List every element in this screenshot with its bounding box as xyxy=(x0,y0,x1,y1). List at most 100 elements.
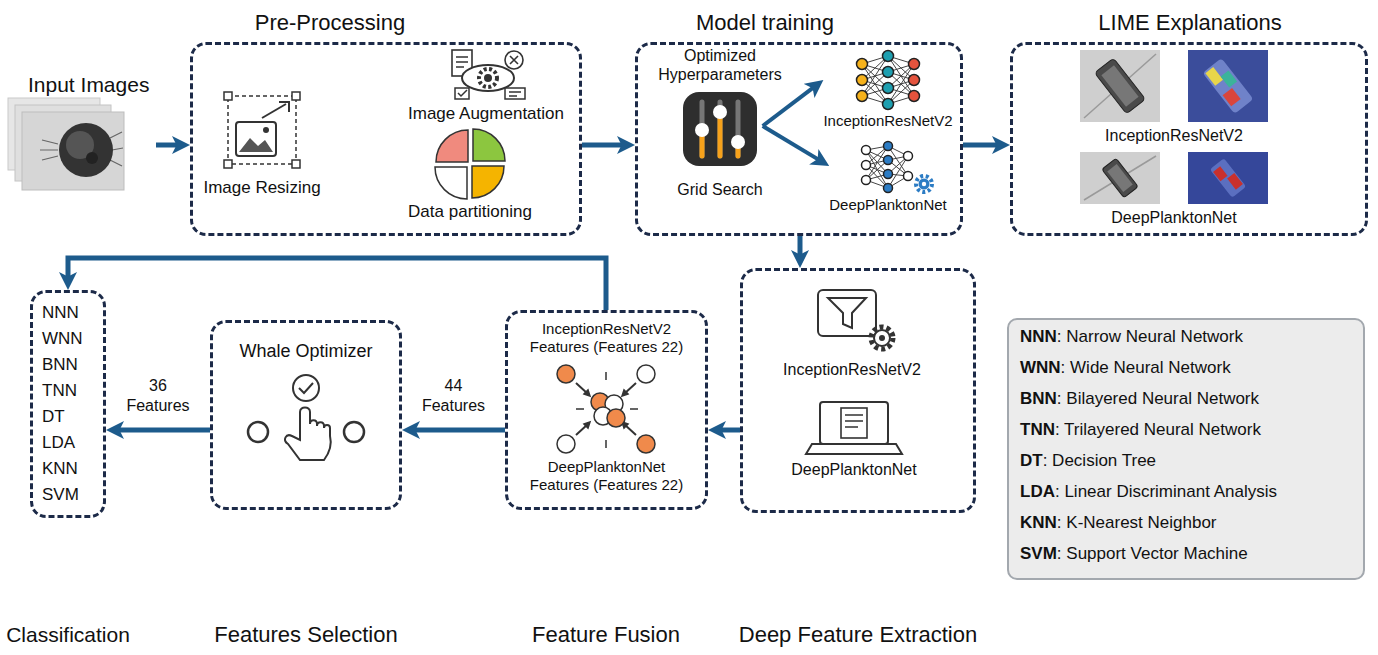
abbreviation: LDA xyxy=(1020,482,1055,501)
step-label: Image Resizing xyxy=(203,178,320,198)
expansion: : Wide Neural Network xyxy=(1061,358,1231,377)
network-gear-icon-part xyxy=(862,161,871,170)
lime-image-pair-part xyxy=(1084,54,1156,118)
flow-arrow xyxy=(963,143,1001,148)
heading-text: LIME Explanations xyxy=(1090,10,1290,36)
explanation-item: InceptionResNetV2 xyxy=(1076,50,1272,145)
method-text: Whale Optimizer xyxy=(216,340,396,362)
augmentation-icon-part xyxy=(462,65,514,91)
step-label: Image Augmentation xyxy=(408,104,564,124)
abbreviation-entry: KNN: K-Nearest Neighbor xyxy=(1020,513,1360,533)
network-gear-icon-part xyxy=(862,176,871,185)
resize-icon-part xyxy=(292,92,300,100)
model-label: DeepPlanktonNet xyxy=(829,196,947,214)
pie-icon-part xyxy=(473,129,505,161)
resize-icon-part xyxy=(262,104,286,118)
network-icon-part xyxy=(909,91,920,102)
extractor-item: InceptionResNetV2 xyxy=(783,288,921,379)
abbreviation-entry: SVM: Support Vector Machine xyxy=(1020,544,1360,564)
extraction-icon-part xyxy=(828,298,866,328)
fusion-icon-part xyxy=(576,383,636,435)
resize-icon-part xyxy=(292,160,300,168)
resize-icon-part xyxy=(239,138,273,152)
extractor-item: DeepPlanktonNet xyxy=(791,400,916,479)
grid-search-icon-part xyxy=(683,92,757,166)
augmentation-icon-part xyxy=(505,88,525,99)
input-images: Input Images xyxy=(8,70,156,192)
classifier-name: WNN xyxy=(42,329,102,349)
stage-box: Image ResizingImage AugmentationData par… xyxy=(190,42,582,236)
abbreviation: DT xyxy=(1020,451,1043,470)
model-label: InceptionResNetV2 xyxy=(783,360,921,379)
stage-label: Classification xyxy=(4,622,132,647)
lime-image-pair-part-part xyxy=(1203,58,1254,114)
fusion-icon-part xyxy=(637,365,655,383)
network-icon-part xyxy=(883,99,894,110)
lime-image-pair-part-part xyxy=(1101,65,1138,106)
lime-image-pair-part-part xyxy=(1210,158,1246,197)
classifier-name: LDA xyxy=(42,433,102,453)
lime-image-pair-part xyxy=(1080,152,1160,204)
lime-image-pair-part-part xyxy=(1107,164,1132,192)
whale-optimizer-icon-part xyxy=(299,383,313,393)
input-image-stack-part xyxy=(22,112,124,190)
lime-image-pair-part-part xyxy=(1227,173,1243,190)
lime-image-pair xyxy=(1080,152,1268,204)
augmentation-icon-part xyxy=(458,90,467,96)
flow-arrow xyxy=(763,85,817,126)
augmentation-icon-part xyxy=(455,88,469,99)
abbreviation-entry: LDA: Linear Discriminant Analysis xyxy=(1020,482,1360,502)
pie-icon-part xyxy=(472,166,504,198)
whale-optimizer-icon-part xyxy=(293,375,319,401)
laptop-icon xyxy=(806,402,902,454)
fusion-icon-part xyxy=(557,365,575,383)
network-gear-icon-part xyxy=(884,156,893,165)
expansion: : Support Vector Machine xyxy=(1057,544,1248,563)
lime-image-pair-part-part xyxy=(1223,88,1241,106)
fusion-icon xyxy=(557,365,655,453)
expansion: : Decision Tree xyxy=(1043,451,1156,470)
flow-arrow xyxy=(798,236,803,259)
fusion-icon-part xyxy=(637,435,655,453)
resize-icon-part xyxy=(263,127,269,133)
heading-text: Model training xyxy=(685,10,845,36)
abbreviation: KNN xyxy=(1020,513,1057,532)
augmentation-icon-part xyxy=(484,74,492,82)
stage-box: Optimized HyperparametersGrid Search Ince… xyxy=(635,42,963,236)
network-icon-part xyxy=(862,56,914,104)
flow-arrow xyxy=(582,143,626,148)
classifier-name: BNN xyxy=(42,355,102,375)
lime-image-pair-part-part xyxy=(1221,70,1237,87)
grid-search-item: Optimized HyperparametersGrid Search xyxy=(677,90,762,199)
lime-image-pair-part-part xyxy=(1102,158,1138,197)
network-icon-part xyxy=(857,59,868,70)
laptop-icon-part xyxy=(841,408,867,438)
whale-optimizer-icon-part xyxy=(285,408,331,461)
flow-arrow xyxy=(763,126,822,161)
fusion-icon-part xyxy=(584,390,628,428)
heading-text: Optimized Hyperparameters xyxy=(645,46,795,84)
stage-box: InceptionResNetV2DeepPlanktonNetDeep Fea… xyxy=(740,268,976,513)
abbreviation: NNN xyxy=(1020,327,1057,346)
augmentation-icon-part xyxy=(509,92,521,96)
fusion-icon-part xyxy=(557,435,575,453)
lime-image-pair-part xyxy=(1084,156,1156,200)
pie-icon xyxy=(435,129,505,199)
network-icon-part xyxy=(857,75,868,86)
flow-arrow xyxy=(717,428,740,433)
network-icon-part xyxy=(883,51,894,62)
abbreviation-key: NNN: Narrow Neural NetworkWNN: Wide Neur… xyxy=(1007,318,1365,580)
resize-icon xyxy=(224,92,300,168)
network-gear-icon-part xyxy=(904,172,913,181)
fusion-icon-part xyxy=(576,372,638,448)
network-icon-part xyxy=(883,67,894,78)
resize-icon-part xyxy=(279,102,289,112)
stage-box: Whale OptimizerFeatures Selection xyxy=(210,320,402,510)
network-icon-part xyxy=(883,83,894,94)
extraction-icon-part xyxy=(818,290,876,336)
network-gear-icon-part xyxy=(904,152,913,161)
model-label: InceptionResNetV2 xyxy=(823,112,952,130)
lime-image-pair-part xyxy=(1095,58,1146,114)
network-gear-icon-part xyxy=(862,146,871,155)
explanation-item: DeepPlanktonNet xyxy=(1076,152,1272,227)
